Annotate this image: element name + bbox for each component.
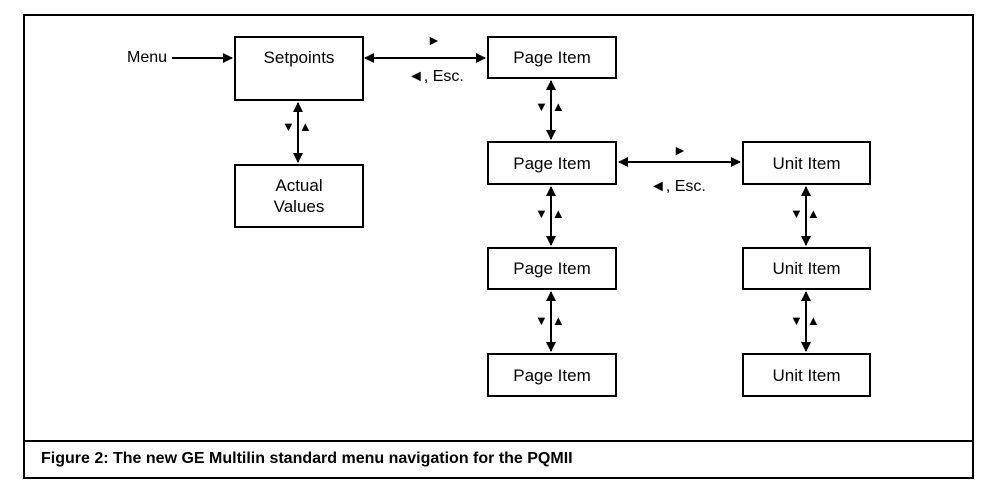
unit-item-box: Unit Item — [742, 141, 871, 185]
left-esc-key-label: ◄, Esc. — [650, 178, 706, 195]
figure-frame: Figure 2: The new GE Multilin standard m… — [23, 14, 974, 479]
menu-label: Menu — [127, 49, 168, 66]
up-down-key-label: ▼▲ — [790, 313, 824, 328]
up-down-key-label: ▼▲ — [535, 206, 569, 221]
page-item-box: Page Item — [487, 247, 617, 290]
unit-item-box: Unit Item — [742, 353, 871, 397]
page-item-box: Page Item — [487, 353, 617, 397]
actual-values-line-1: Actual — [275, 176, 323, 195]
figure-caption: Figure 2: The new GE Multilin standard m… — [41, 450, 573, 467]
up-down-key-label: ▼▲ — [535, 313, 569, 328]
actual-values-line-2: Values — [273, 197, 325, 216]
page-item-box: Page Item — [487, 141, 617, 185]
up-down-key-label: ▼▲ — [790, 206, 824, 221]
unit-item-box: Unit Item — [742, 247, 871, 290]
caption-divider — [25, 440, 972, 442]
actual-values-box: Actual Values — [234, 164, 364, 228]
right-arrow-key-label: ► — [427, 32, 441, 48]
up-down-key-label: ▼▲ — [535, 99, 569, 114]
page-item-box: Page Item — [487, 36, 617, 79]
up-down-key-label: ▼▲ — [282, 119, 316, 134]
left-esc-key-label: ◄, Esc. — [408, 68, 464, 85]
right-arrow-key-label: ► — [673, 142, 687, 158]
setpoints-box: Setpoints — [234, 36, 364, 101]
